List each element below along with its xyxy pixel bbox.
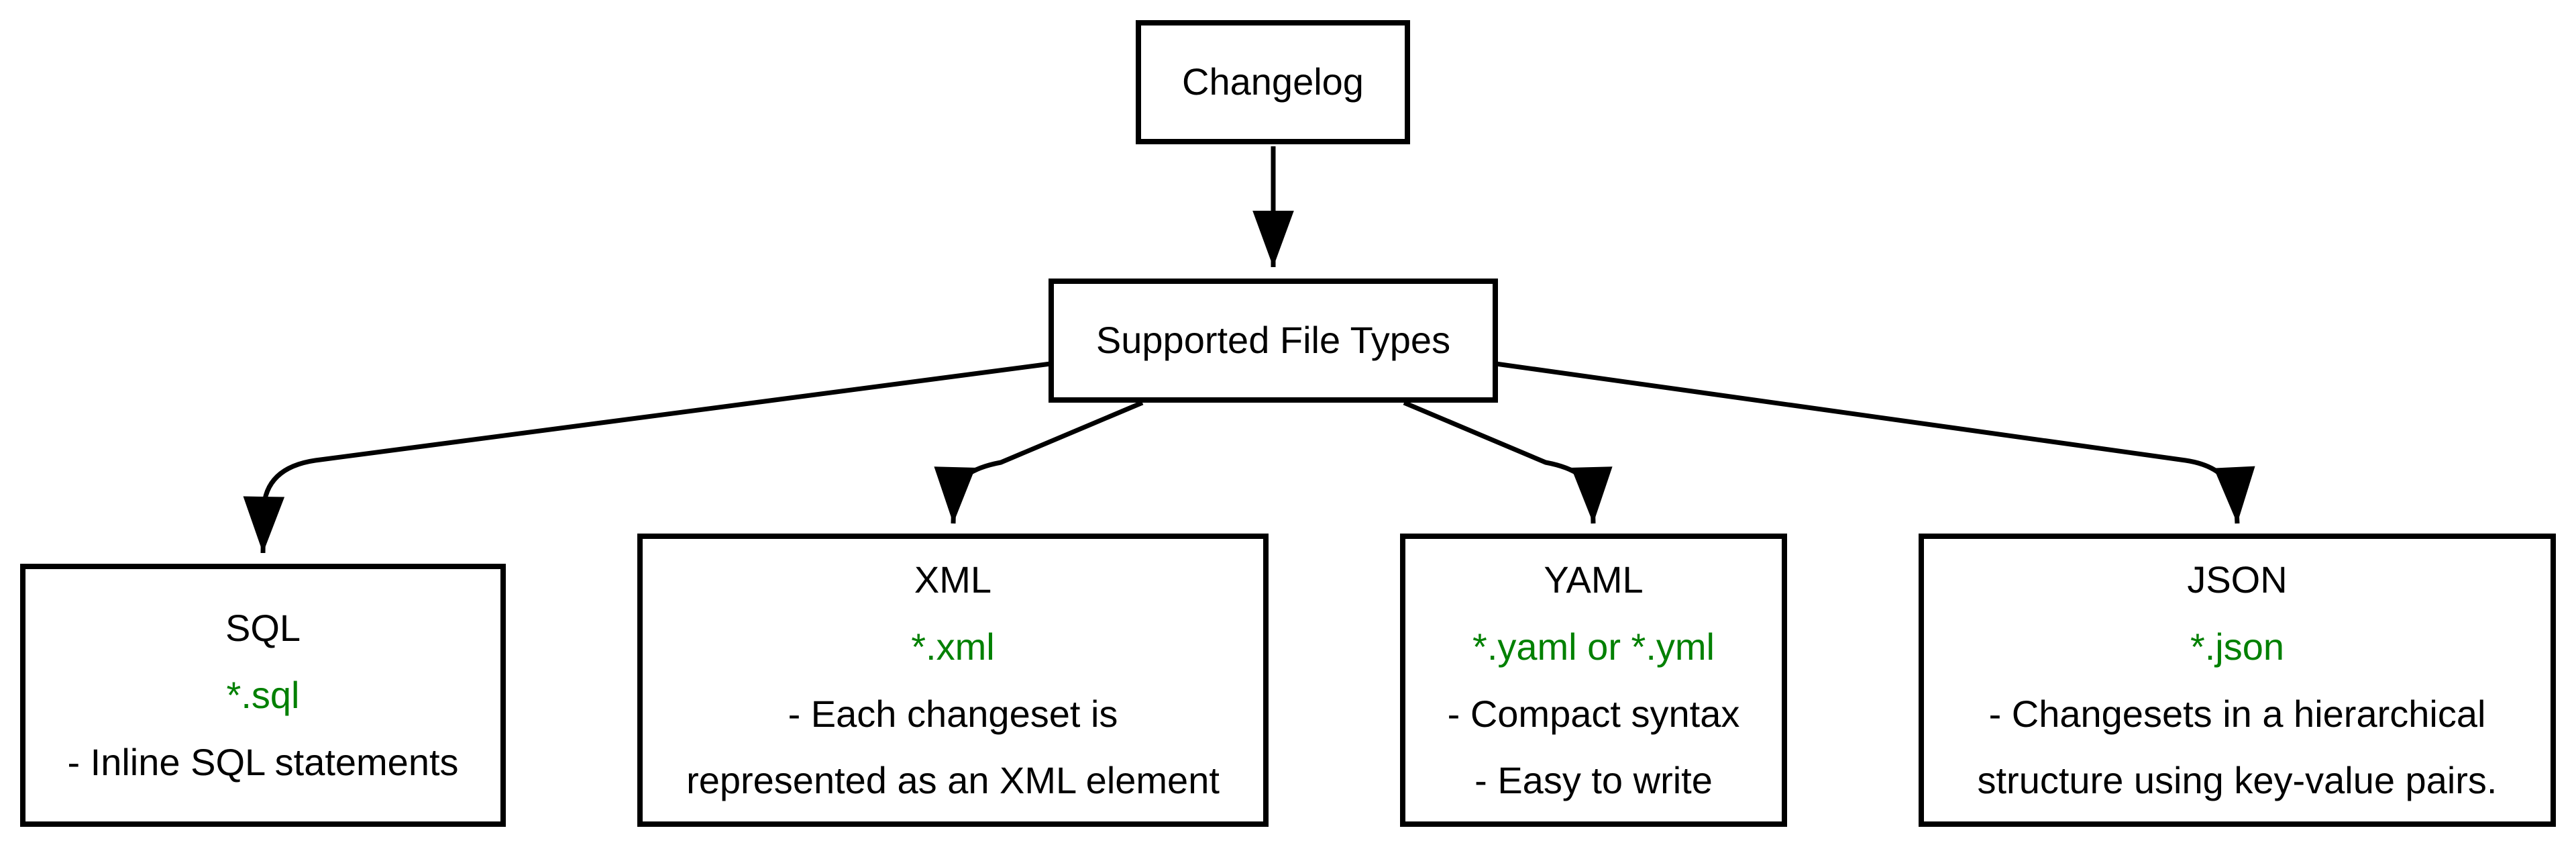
node-supported-file-types: Supported File Types <box>1049 279 1498 403</box>
node-yaml-extension: *.yaml or *.yml <box>1472 625 1715 668</box>
edge-supported-file-types-to-sql <box>243 361 1051 554</box>
node-changelog-label: Changelog <box>1182 60 1364 103</box>
node-xml: XML *.xml - Each changeset is represente… <box>637 534 1269 827</box>
node-json-extension: *.json <box>2190 625 2285 668</box>
node-sql: SQL *.sql - Inline SQL statements <box>20 564 506 827</box>
node-xml-desc-line: - Each changeset is <box>788 692 1118 735</box>
edge-supported-file-types-to-json <box>1495 361 2255 524</box>
edge-supported-file-types-to-yaml <box>1403 400 1613 524</box>
node-sql-desc-line: - Inline SQL statements <box>67 740 459 783</box>
node-xml-desc-line: represented as an XML element <box>686 759 1220 802</box>
node-yaml-desc-line: - Easy to write <box>1474 759 1713 802</box>
node-yaml-title: YAML <box>1544 558 1644 601</box>
edge-supported-file-types-to-xml <box>934 400 1144 524</box>
node-yaml-desc-line: - Compact syntax <box>1447 692 1740 735</box>
node-json-desc-line: - Changesets in a hierarchical <box>1988 692 2486 735</box>
node-json-title: JSON <box>2187 558 2288 601</box>
node-xml-title: XML <box>914 558 992 601</box>
node-sql-extension: *.sql <box>226 674 300 717</box>
node-sql-title: SQL <box>225 607 301 650</box>
node-yaml: YAML *.yaml or *.yml - Compact syntax - … <box>1400 534 1787 827</box>
node-supported-file-types-label: Supported File Types <box>1095 319 1451 362</box>
node-changelog: Changelog <box>1136 20 1410 144</box>
node-json-desc-line: structure using key-value pairs. <box>1977 759 2498 802</box>
node-json: JSON *.json - Changesets in a hierarchic… <box>1919 534 2556 827</box>
node-xml-extension: *.xml <box>911 625 995 668</box>
